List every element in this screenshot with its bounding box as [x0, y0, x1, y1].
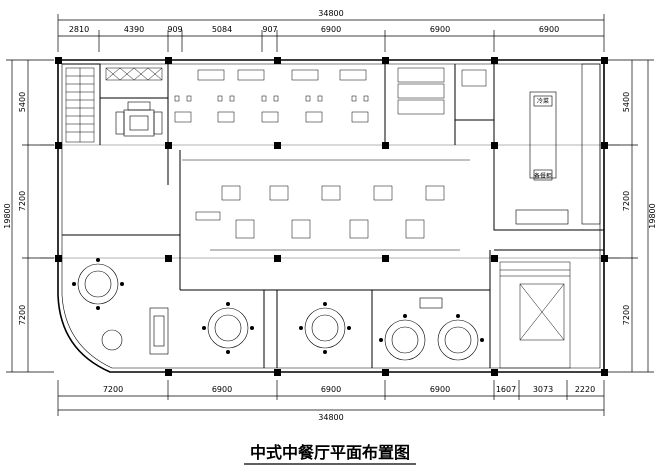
- top-seg-7: 6900: [430, 25, 450, 34]
- top-seg-3: 909: [167, 25, 182, 34]
- left-seg-2: 7200: [18, 191, 27, 211]
- round-tables: [77, 263, 479, 361]
- top-seg-1: 2810: [69, 25, 89, 34]
- vip-sofa-set: [115, 101, 163, 137]
- washroom-stalls: [397, 67, 487, 115]
- bottom-seg-1: 7200: [103, 385, 123, 394]
- structural-columns: [55, 57, 608, 376]
- plan-title: 中式中餐厅平面布置图: [250, 443, 410, 462]
- top-total-dim: 34800: [318, 9, 343, 18]
- outer-walls: [57, 59, 605, 373]
- left-dimension-chain: [6, 59, 54, 373]
- kitchen-upper-label: 冷菜: [537, 97, 549, 105]
- bottom-seg-3: 6900: [321, 385, 341, 394]
- bottom-total-dim: 34800: [318, 413, 343, 422]
- bottom-dimension-chain: [57, 380, 605, 416]
- round-table-chairs: [72, 258, 484, 354]
- bottom-seg-4: 6900: [430, 385, 450, 394]
- hall-tables: [182, 159, 470, 251]
- stair-elevator-right: [499, 261, 571, 369]
- stair-left: [65, 67, 95, 143]
- axis-lines: [40, 144, 620, 259]
- top-dimension-chain: [57, 14, 605, 52]
- right-seg-1: 5400: [622, 92, 631, 112]
- top-seg-2: 4390: [124, 25, 144, 34]
- top-seg-6: 6900: [321, 25, 341, 34]
- right-total-dim: 19800: [648, 203, 657, 228]
- private-room-sofa: [149, 297, 443, 355]
- bottom-seg-6: 3073: [533, 385, 553, 394]
- top-seg-5: 907: [262, 25, 277, 34]
- interior-walls: [62, 63, 604, 368]
- top-seg-4: 5084: [212, 25, 232, 34]
- bottom-seg-2: 6900: [212, 385, 232, 394]
- left-seg-1: 5400: [18, 92, 27, 112]
- kitchen-lower-label: 备餐柜: [534, 172, 552, 180]
- outer-wall-inner-face: [61, 63, 601, 369]
- left-total-dim: 19800: [3, 203, 12, 228]
- kitchen-equipment: [515, 63, 601, 225]
- left-seg-3: 7200: [18, 305, 27, 325]
- bottom-seg-5: 1607: [496, 385, 516, 394]
- top-seg-8: 6900: [539, 25, 559, 34]
- cabinets-top-left: [105, 67, 163, 81]
- right-seg-3: 7200: [622, 305, 631, 325]
- bottom-seg-7: 2220: [575, 385, 595, 394]
- right-seg-2: 7200: [622, 191, 631, 211]
- dining-tables-top: [174, 69, 369, 123]
